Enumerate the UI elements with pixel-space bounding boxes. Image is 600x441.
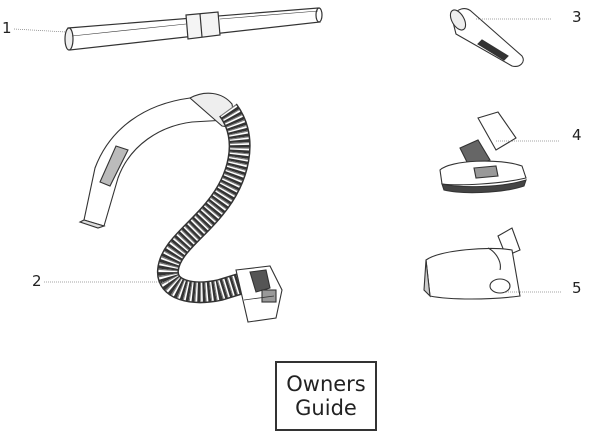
callout-4: 4: [572, 126, 582, 144]
owners-guide-line1: Owners: [286, 371, 366, 396]
callout-5: 5: [572, 279, 582, 297]
wand-illustration: [64, 7, 323, 51]
upholstery-tool-illustration: [423, 227, 521, 300]
owners-guide-box: Owners Guide: [275, 361, 377, 431]
callout-1: 1: [2, 19, 12, 37]
hose-illustration: [78, 92, 283, 323]
dusting-brush-illustration: [439, 111, 527, 194]
owners-guide-line2: Guide: [295, 396, 357, 420]
leader-line-1: [13, 28, 67, 33]
crevice-tool-illustration: [449, 8, 524, 67]
callout-3: 3: [572, 8, 582, 26]
callout-2: 2: [32, 272, 42, 290]
